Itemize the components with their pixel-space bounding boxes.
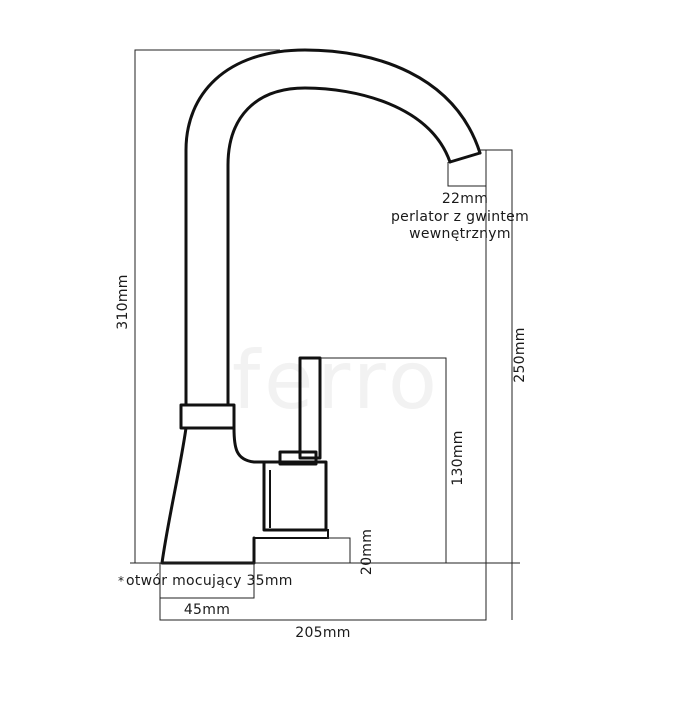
- dim-line-height-lever: [320, 357, 447, 563]
- cartridge-housing: [262, 460, 328, 532]
- dim-line-total-width: [159, 186, 487, 621]
- cartridge-detail: [263, 470, 271, 528]
- label-aerator-note-2: wewnętrznym: [409, 226, 511, 242]
- dim-line-height-base: [326, 537, 351, 563]
- label-base-width: 45mm: [184, 602, 230, 618]
- cartridge-base: [254, 529, 329, 539]
- lever-handle: [298, 356, 322, 460]
- label-total-width: 205mm: [295, 625, 351, 641]
- label-aerator-note-1: perlator z gwintem: [391, 209, 529, 225]
- label-height-spout: 250mm: [512, 327, 528, 383]
- dim-line-height-total: [134, 49, 280, 563]
- spout-tip: [448, 151, 482, 164]
- label-aerator-size: 22mm: [442, 191, 488, 207]
- collar-ring: [179, 403, 236, 430]
- label-height-lever: 130mm: [450, 430, 466, 486]
- dim-line-aerator: [447, 150, 487, 187]
- watermark: ferro: [232, 334, 441, 427]
- spout-inner: [226, 86, 452, 407]
- label-height-total: 310mm: [115, 274, 131, 330]
- dimension-labels: 310mm 250mm 130mm 20mm 22mm perlator z g…: [115, 191, 529, 641]
- dimension-lines: [130, 49, 520, 621]
- faucet-body: [160, 426, 282, 565]
- asterisk-mark: *: [118, 574, 124, 588]
- dim-line-base-width: [159, 563, 255, 599]
- dim-line-height-spout: [480, 149, 513, 620]
- label-height-base: 20mm: [359, 529, 375, 575]
- label-mounting-hole: otwór mocujący 35mm: [126, 573, 293, 589]
- faucet-outline: [160, 48, 482, 565]
- spout-outer: [184, 48, 482, 407]
